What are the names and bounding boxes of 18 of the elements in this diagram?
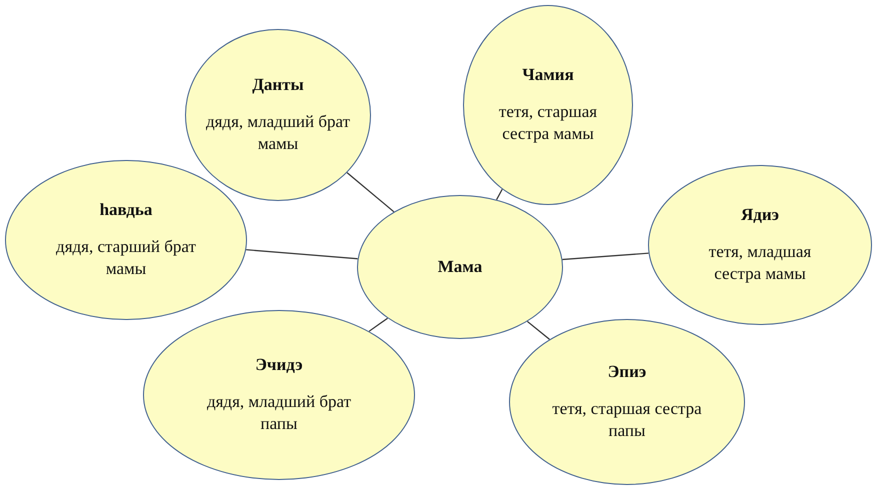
connector-line <box>527 321 550 340</box>
node-description: тетя, младшая сестра мамы <box>708 240 812 285</box>
node-description: дядя, старший брат мамы <box>55 236 197 280</box>
node-title: Ядиэ <box>740 204 780 225</box>
node-title: Эчидэ <box>255 354 303 375</box>
node-title: Мама <box>438 257 482 277</box>
node-description: дядя, младший брат мамы <box>204 110 352 155</box>
node-title: Чамия <box>522 64 574 85</box>
node-description: дядя, младший брат папы <box>206 390 352 435</box>
connector-line <box>496 188 503 200</box>
connector-line <box>246 249 358 260</box>
node-title: Эпиэ <box>608 362 646 382</box>
node-description: тетя, старшая сестра мамы <box>498 100 598 145</box>
node-description: тетя, старшая сестра папы <box>552 398 702 442</box>
node-title: һавдьа <box>100 200 152 220</box>
connector-line <box>346 172 394 212</box>
node-title: Данты <box>252 74 304 95</box>
connector-line <box>562 252 649 260</box>
